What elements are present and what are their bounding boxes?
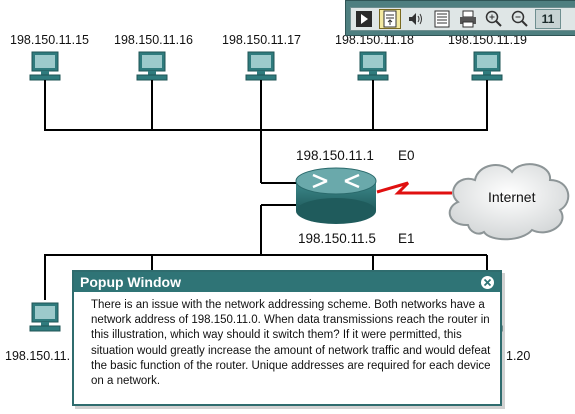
e1-address: 198.150.11.5 [298,231,376,246]
e0-label: E0 [398,148,415,163]
audio-button[interactable] [405,9,427,29]
text-icon [434,10,450,28]
play-icon [356,11,372,27]
router-icon [295,167,377,224]
popup-window: Popup Window There is an issue with the … [72,270,502,406]
computer-icon [357,51,389,81]
serial-link [376,181,452,195]
media-toolbar: 11 [345,0,575,36]
zoom-in-icon [485,10,502,27]
play-button[interactable] [353,9,375,29]
host-label: 1.20 [506,349,530,363]
computer-icon [471,51,503,81]
audio-icon [409,13,422,25]
computer-icon [29,302,61,332]
text-button[interactable] [431,9,453,29]
host-label: 198.150.11.16 [114,33,193,47]
page-number: 11 [535,9,561,29]
notes-button[interactable] [379,9,401,29]
close-button[interactable] [481,275,494,289]
computer-icon [29,51,61,81]
close-icon [483,278,492,286]
host-label: 198.150.11.17 [222,33,301,47]
zoom-out-button[interactable] [509,9,531,29]
host-label: 198.150.11.18 [335,33,414,47]
e1-label: E1 [398,231,415,246]
popup-titlebar: Popup Window [74,272,500,292]
zoom-in-button[interactable] [483,9,505,29]
cloud-label: Internet [488,189,536,205]
zoom-out-icon [511,10,528,27]
e0-address: 198.150.11.1 [296,148,374,163]
internet-cloud-icon [448,163,570,241]
computer-icon [136,51,168,81]
host-label: 198.150.11.15 [10,33,89,47]
computer-icon [245,51,277,81]
host-label: 198.150.11.19 [448,33,527,47]
popup-title: Popup Window [80,274,181,290]
popup-body-text: There is an issue with the network addre… [91,299,491,387]
top-network-bus [44,80,488,184]
print-button[interactable] [457,9,479,29]
notes-icon [383,10,397,28]
host-label: 198.150.11. [5,349,70,363]
bottom-network-bus [44,204,488,300]
print-icon [460,10,476,28]
